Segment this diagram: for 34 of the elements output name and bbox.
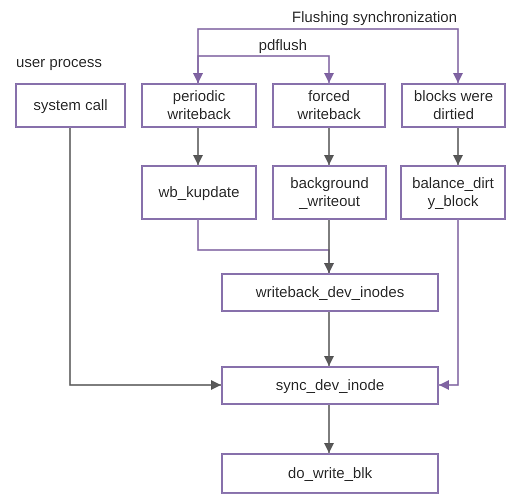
process-box [221, 366, 439, 405]
process-box [272, 83, 386, 128]
arrow [69, 128, 221, 390]
arrow [193, 128, 203, 165]
process-box [221, 453, 439, 494]
node-label: background _writeout [289, 174, 370, 210]
process-box [141, 83, 257, 128]
process-box [401, 83, 506, 128]
process-box [221, 273, 439, 312]
node-label: system call [32, 96, 109, 114]
arrow [250, 55, 334, 83]
arrow [324, 128, 334, 165]
arrow [324, 312, 334, 366]
node-label: user process [16, 54, 102, 71]
node-label: writeback_dev_inodes [254, 284, 406, 302]
heading: Flushing synchronization [290, 8, 458, 26]
node-label: do_write_blk [286, 464, 374, 482]
node-label: sync_dev_inode [274, 376, 386, 394]
arrow [329, 28, 463, 83]
arrow [324, 405, 334, 453]
node-label: forced writeback [296, 88, 362, 124]
heading: pdflush [258, 37, 308, 55]
node-label: wb_kupdate [158, 184, 240, 202]
node-label: periodic writeback [166, 88, 232, 124]
process-box [400, 165, 506, 220]
node-label: blocks were dirtied [412, 88, 494, 124]
arrow [324, 220, 334, 273]
arrow [193, 55, 250, 83]
arrow [453, 128, 463, 165]
process-box [15, 83, 126, 128]
arrow [439, 220, 459, 390]
process-box [272, 165, 387, 220]
process-box [141, 165, 257, 220]
node-label: balance_dirty_block [411, 174, 495, 210]
